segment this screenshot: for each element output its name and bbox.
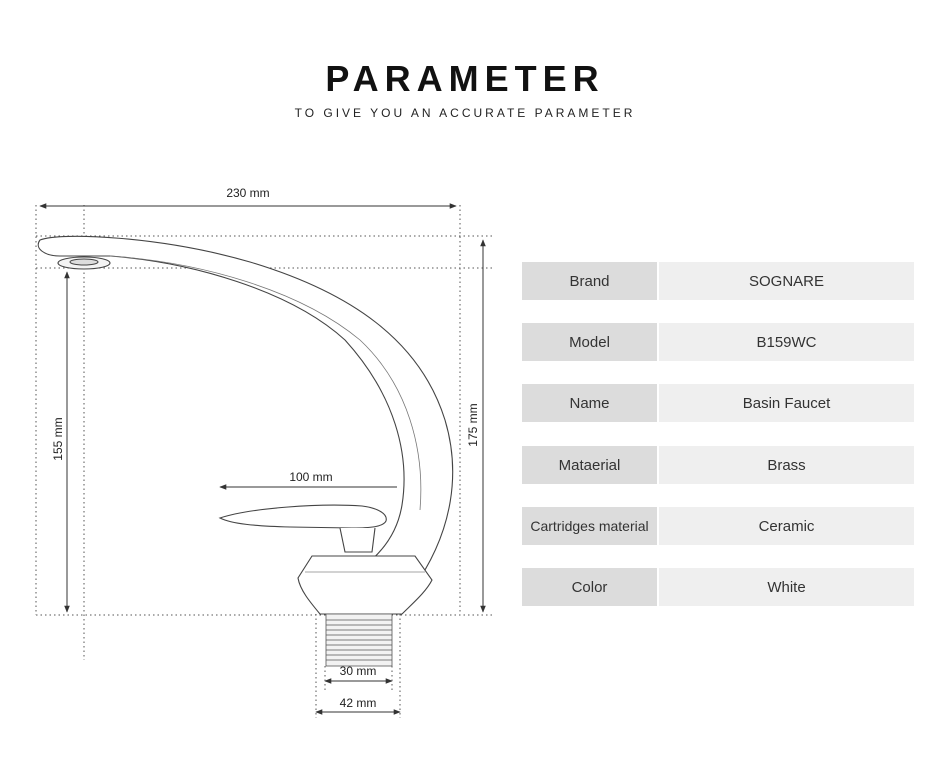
spec-label: Name bbox=[522, 384, 657, 422]
spec-row-cartridges: Cartridges material Ceramic bbox=[522, 507, 914, 545]
label-handle-length: 100 mm bbox=[289, 470, 332, 484]
label-overall-width: 230 mm bbox=[226, 186, 269, 200]
spec-value: Basin Faucet bbox=[659, 384, 914, 422]
spec-row-brand: Brand SOGNARE bbox=[522, 262, 914, 300]
thread-shank bbox=[325, 613, 393, 667]
spec-row-color: Color White bbox=[522, 568, 914, 606]
spec-label: Color bbox=[522, 568, 657, 606]
label-base-diameter: 42 mm bbox=[340, 696, 377, 710]
spec-label: Brand bbox=[522, 262, 657, 300]
spec-row-model: Model B159WC bbox=[522, 323, 914, 361]
dimension-arrows bbox=[39, 203, 486, 715]
spec-label: Model bbox=[522, 323, 657, 361]
page-subtitle: TO GIVE YOU AN ACCURATE PARAMETER bbox=[294, 106, 636, 120]
faucet-outline bbox=[37, 235, 454, 615]
spec-label: Mataerial bbox=[522, 446, 657, 484]
shank-extension-lines bbox=[315, 614, 401, 718]
spec-value: B159WC bbox=[659, 323, 914, 361]
spec-row-material: Mataerial Brass bbox=[522, 446, 914, 484]
spec-value: SOGNARE bbox=[659, 262, 914, 300]
spec-value: Ceramic bbox=[659, 507, 914, 545]
spec-label: Cartridges material bbox=[522, 507, 657, 545]
page-title: PARAMETER bbox=[325, 58, 605, 99]
spec-value: Brass bbox=[659, 446, 914, 484]
label-spout-height: 155 mm bbox=[51, 417, 65, 460]
label-thread-diameter: 30 mm bbox=[340, 664, 377, 678]
extension-lines bbox=[35, 205, 492, 660]
label-total-height: 175 mm bbox=[466, 403, 480, 446]
spec-value: White bbox=[659, 568, 914, 606]
spec-row-name: Name Basin Faucet bbox=[522, 384, 914, 422]
